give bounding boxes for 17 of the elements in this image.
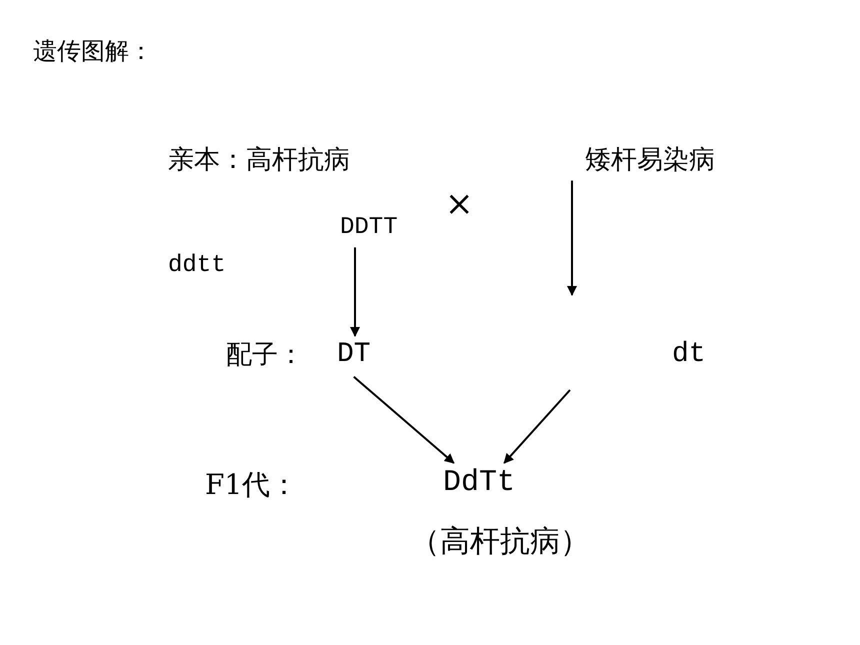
- genotype-text: DDTT: [340, 215, 398, 242]
- row-label: 配子：: [226, 341, 304, 370]
- arrow: [350, 247, 360, 337]
- genotype-text: dt: [672, 340, 706, 371]
- arrow: [567, 180, 577, 296]
- genotype-text: DdTt: [443, 467, 516, 500]
- title: 遗传图解：: [33, 38, 153, 64]
- arrow: [503, 389, 571, 464]
- genotype-text: ddtt: [168, 253, 226, 280]
- cross-sign: ×: [445, 186, 474, 224]
- row-label: 亲本：: [168, 146, 246, 175]
- arrow: [353, 376, 455, 464]
- genotype-text: DT: [337, 340, 371, 371]
- phenotype-text: 高杆抗病: [246, 146, 350, 175]
- phenotype-text: （高杆抗病）: [410, 525, 590, 558]
- row-label: F1代：: [205, 470, 298, 501]
- phenotype-text: 矮杆易染病: [585, 146, 715, 175]
